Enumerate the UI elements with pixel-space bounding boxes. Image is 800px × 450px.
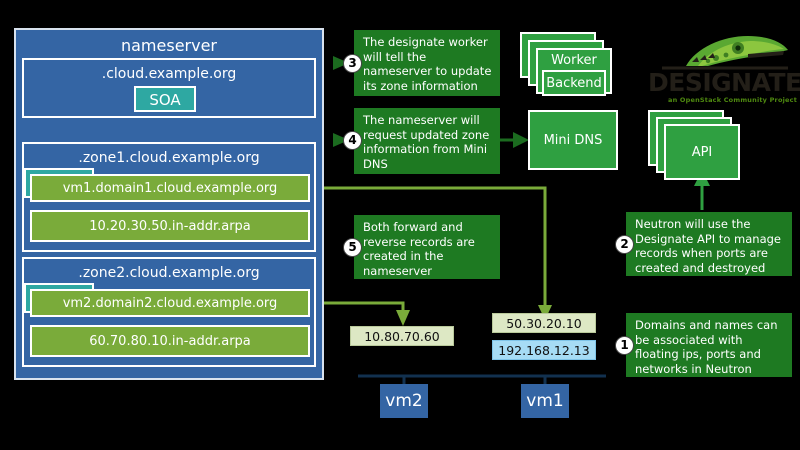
callout-4-badge: 4	[343, 131, 362, 150]
minidns-box: Mini DNS	[528, 110, 618, 170]
zone-2-record-reverse: 60.70.80.10.in-addr.arpa	[30, 325, 310, 357]
ip-chip-vm2-floating: 10.80.70.60	[350, 326, 454, 346]
zone-2-record-forward: vm2.domain2.cloud.example.org	[30, 289, 310, 317]
vm-box-vm1: vm1	[521, 384, 569, 418]
worker-backend-box: Backend	[542, 70, 606, 96]
zone-1-record-forward: vm1.domain1.cloud.example.org	[30, 174, 310, 202]
callout-1: Domains and names can be associated with…	[626, 313, 792, 377]
callout-2: Neutron will use the Designate API to ma…	[626, 212, 792, 276]
callout-3: The designate worker will tell the names…	[354, 30, 500, 96]
callout-2-badge: 2	[615, 235, 634, 254]
arrowhead-vm2-ip	[396, 310, 410, 326]
connector-vm2-record-to-ip	[312, 301, 405, 310]
callout-1-badge: 1	[615, 336, 634, 355]
callout-4: The nameserver will request updated zone…	[354, 108, 500, 174]
designate-subtitle: an OpenStack Community Project	[668, 96, 798, 104]
soa-record: SOA	[134, 86, 196, 112]
callout-5-badge: 5	[343, 238, 362, 257]
connector-vm1-record-to-ip	[312, 186, 547, 305]
worker-label: Worker	[551, 53, 597, 68]
arrowhead-callout3	[333, 56, 349, 70]
zone-root-name: .cloud.example.org	[101, 66, 237, 82]
arrowhead-callout4-left	[333, 133, 349, 147]
arrowhead-vm1-ip	[538, 305, 552, 320]
worker-box: Worker Backend	[536, 48, 612, 96]
arrowhead-minidns	[513, 132, 529, 148]
designate-logo: DESIGNATE an OpenStack Community Project	[648, 24, 800, 104]
designate-wordmark: DESIGNATE	[648, 68, 800, 97]
callout-5: Both forward and reverse records are cre…	[354, 215, 500, 279]
api-box: API	[664, 124, 740, 180]
zone-2-name: .zone2.cloud.example.org	[78, 265, 260, 281]
ip-chip-vm1-fixed: 192.168.12.13	[492, 340, 596, 360]
zone-1-name: .zone1.cloud.example.org	[78, 150, 260, 166]
ip-chip-vm1-floating: 50.30.20.10	[492, 313, 596, 333]
alligator-icon	[662, 36, 788, 70]
nameserver-title: nameserver	[120, 36, 218, 55]
vm-box-vm2: vm2	[380, 384, 428, 418]
zone-1-record-reverse: 10.20.30.50.in-addr.arpa	[30, 210, 310, 242]
callout-3-badge: 3	[343, 54, 362, 73]
